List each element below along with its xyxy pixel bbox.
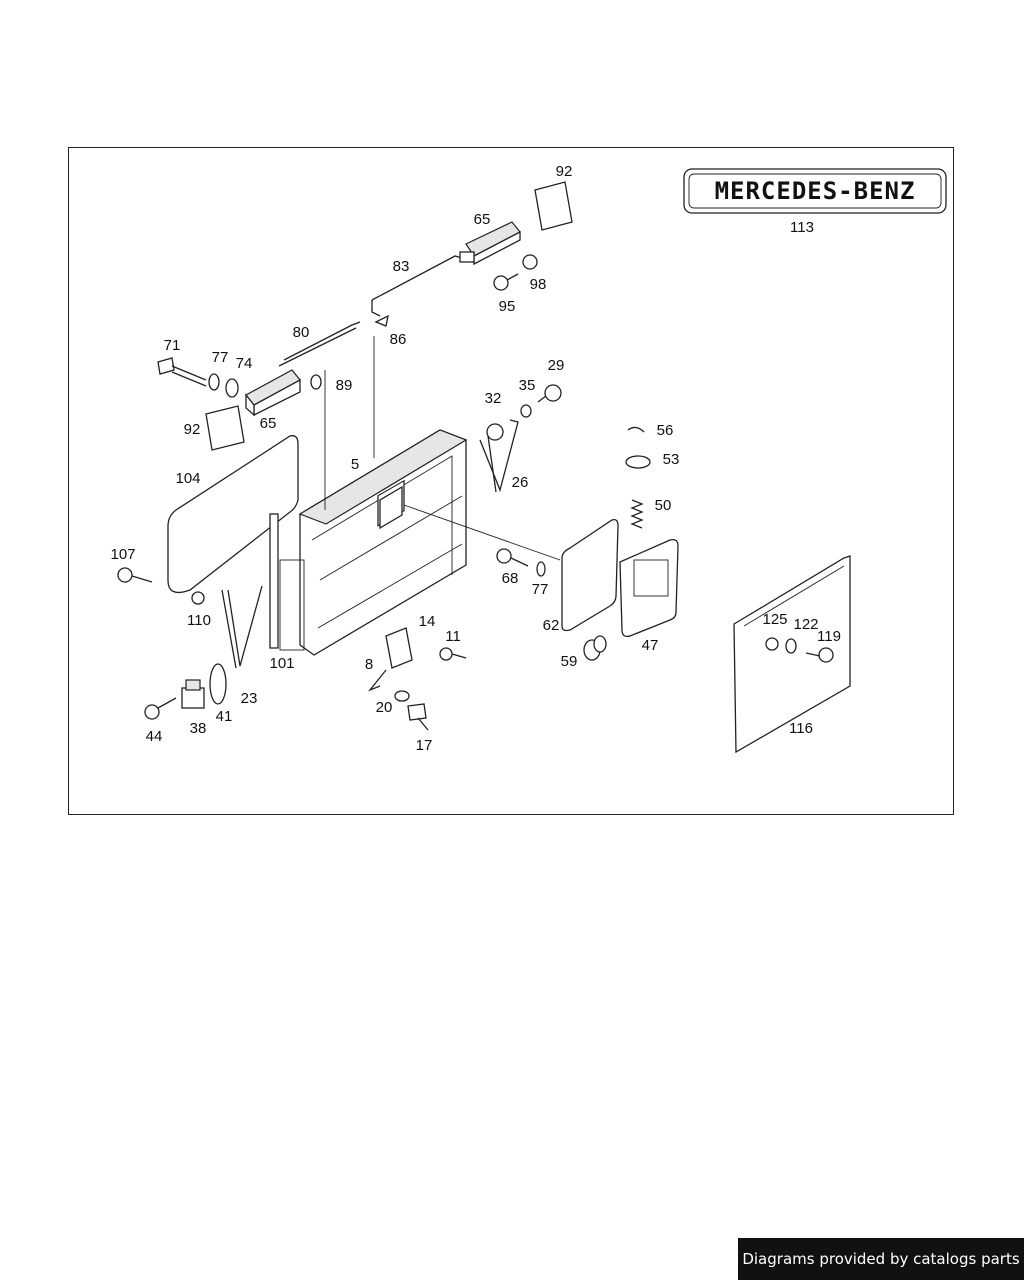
mercedes-benz-logo-plate (683, 168, 947, 214)
handle-gasket-62 (561, 518, 619, 632)
leader-line (403, 504, 561, 561)
lock-mechanism-upper (459, 221, 521, 266)
callout-110: 110 (187, 612, 211, 629)
callout-41: 41 (215, 708, 233, 725)
washer-98 (522, 254, 538, 270)
callout-17: 17 (415, 737, 433, 754)
callout-59: 59 (560, 653, 578, 670)
screw-119 (805, 647, 834, 663)
callout-65-top: 65 (473, 211, 491, 228)
callout-116: 116 (789, 720, 813, 737)
strap-23 (221, 585, 263, 669)
clip-56 (627, 426, 645, 433)
footer-banner: Diagrams provided by catalogs parts (738, 1238, 1024, 1280)
bushing-89 (310, 374, 322, 390)
inner-panel-part (167, 435, 299, 594)
hinge-38 (181, 679, 205, 709)
screw-68 (496, 548, 529, 567)
callout-53: 53 (662, 451, 680, 468)
callout-107: 107 (110, 546, 136, 563)
gasket-41 (209, 663, 227, 705)
callout-101: 101 (269, 655, 295, 672)
callout-32: 32 (484, 390, 502, 407)
callout-92-mid: 92 (183, 421, 201, 438)
callout-71: 71 (163, 337, 181, 354)
screw-44 (144, 697, 177, 720)
screw-125 (765, 637, 779, 651)
callout-104: 104 (175, 470, 201, 487)
handle-47 (619, 538, 679, 638)
callout-23: 23 (240, 690, 258, 707)
bolt-17 (407, 703, 429, 731)
callout-113: 113 (790, 219, 814, 236)
callout-47: 47 (641, 637, 659, 654)
screw-107 (117, 567, 153, 583)
block-lower-part (205, 405, 245, 451)
callout-80: 80 (292, 324, 310, 341)
washer-35 (520, 404, 532, 418)
grommet-110 (191, 591, 205, 605)
spring-59 (583, 635, 607, 661)
callout-89: 89 (335, 377, 353, 394)
callout-56: 56 (656, 422, 674, 439)
washer-74 (225, 378, 239, 398)
callout-62: 62 (542, 617, 560, 634)
callout-29: 29 (547, 357, 565, 374)
diagram-frame (68, 147, 954, 815)
callout-86: 86 (389, 331, 407, 348)
logo-text: MERCEDES-BENZ (714, 177, 916, 205)
footer-text: Diagrams provided by catalogs parts (742, 1250, 1020, 1268)
bar-101 (269, 513, 305, 651)
callout-11: 11 (445, 628, 461, 645)
callout-8: 8 (364, 656, 374, 673)
callout-50: 50 (654, 497, 672, 514)
callout-122: 122 (793, 616, 819, 633)
callout-98: 98 (529, 276, 547, 293)
lock-mechanism-lower (245, 369, 301, 417)
door-body-part (298, 429, 468, 656)
spring-50 (630, 499, 644, 529)
washer-122 (785, 638, 797, 654)
callout-125: 125 (762, 611, 788, 628)
strap-26 (479, 419, 519, 493)
callout-5: 5 (350, 456, 360, 473)
callout-68: 68 (501, 570, 519, 587)
cam-53 (625, 455, 651, 469)
washer-77b (536, 561, 546, 577)
callout-35: 35 (518, 377, 536, 394)
linkage-rods (278, 255, 463, 510)
bracket-14 (367, 627, 413, 692)
screw-29 (537, 384, 562, 403)
bolt-71 (157, 357, 207, 387)
callout-119: 119 (817, 628, 841, 645)
washer-20 (394, 690, 410, 702)
panel-116 (733, 555, 851, 754)
callout-95: 95 (498, 298, 516, 315)
callout-14: 14 (418, 613, 436, 630)
screw-11 (439, 647, 467, 661)
washer-77 (208, 373, 220, 391)
callout-77-upper: 77 (211, 349, 229, 366)
callout-20: 20 (375, 699, 393, 716)
callout-74: 74 (235, 355, 253, 372)
block-upper-part (534, 181, 573, 231)
callout-65-mid: 65 (259, 415, 277, 432)
screw-95 (493, 273, 519, 291)
callout-44: 44 (145, 728, 163, 745)
callout-83: 83 (392, 258, 410, 275)
callout-92-top: 92 (555, 163, 573, 180)
callout-38: 38 (189, 720, 207, 737)
callout-77-lower: 77 (531, 581, 549, 598)
callout-26: 26 (511, 474, 529, 491)
